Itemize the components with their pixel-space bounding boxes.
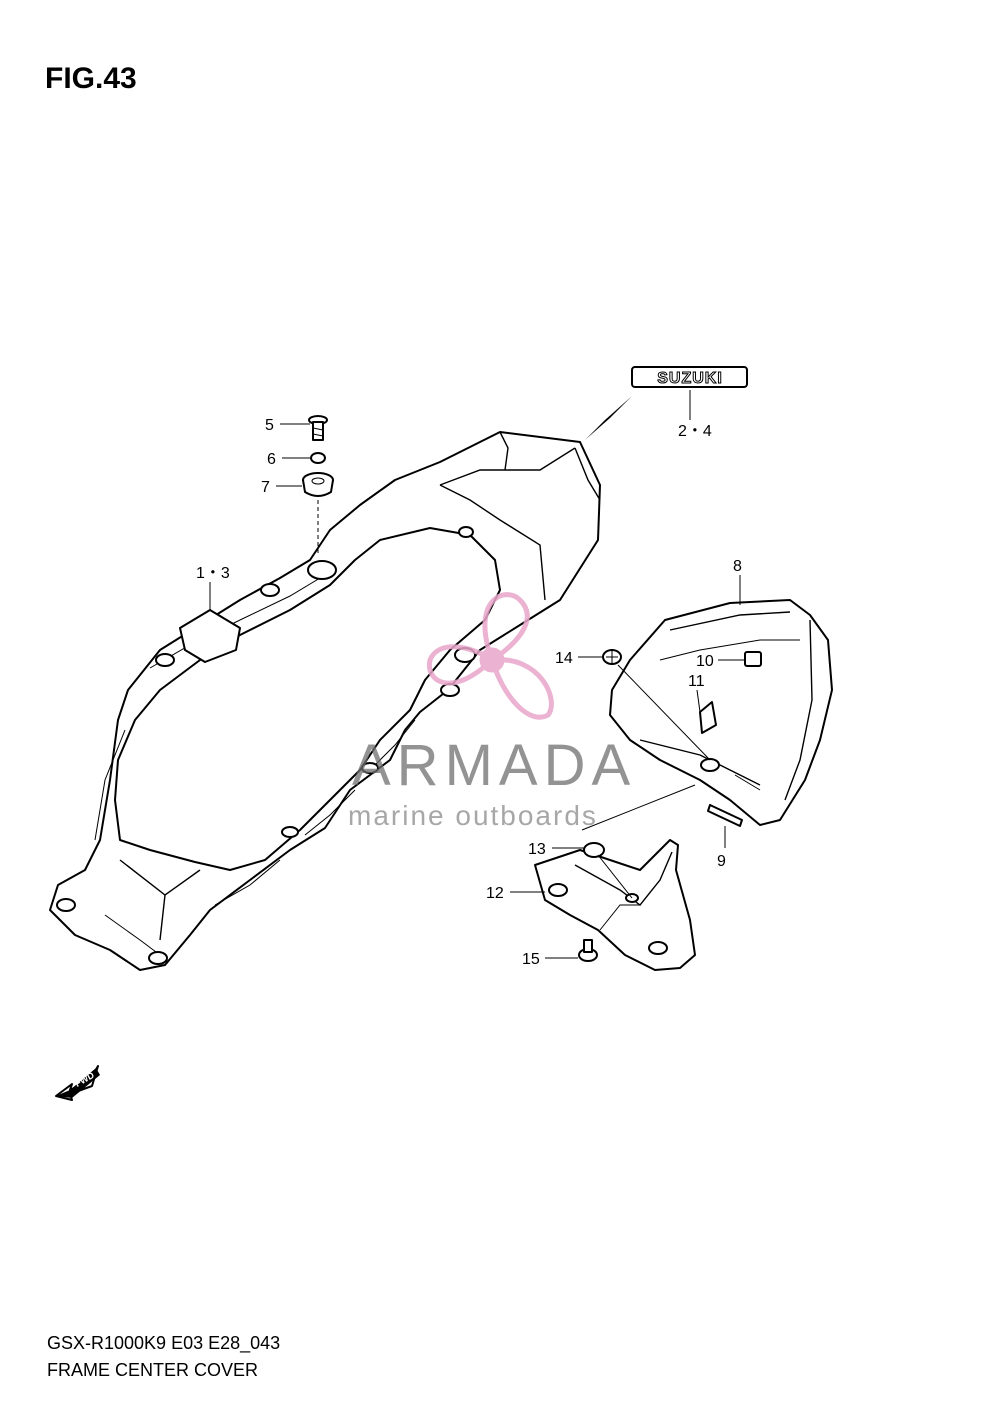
watermark-brand: ARMADA <box>352 733 636 798</box>
figure-name: FRAME CENTER COVER <box>47 1360 259 1380</box>
label-part-13: 13 <box>528 841 546 858</box>
figure-code: GSX-R1000K9 E03 E28_043 <box>47 1333 281 1353</box>
inner-cover-part-8 <box>609 599 833 826</box>
label-part-10: 10 <box>696 653 714 670</box>
label-part-12: 12 <box>486 885 504 902</box>
label-part-15: 15 <box>522 951 540 968</box>
label-part-8: 8 <box>733 558 742 575</box>
emblem-text: SUZUKI <box>657 370 723 387</box>
frame-center-cover-part <box>49 431 601 971</box>
label-part-9: 9 <box>717 853 726 870</box>
label-part-6: 6 <box>267 451 276 468</box>
leader-lines <box>209 423 745 959</box>
washer-part-13 <box>583 842 605 858</box>
clip-part-10 <box>744 651 762 667</box>
label-part-5: 5 <box>265 417 274 434</box>
label-part-2-4: 2・4 <box>678 423 712 440</box>
pad-part-11 <box>699 701 717 734</box>
bolt-part-5 <box>308 415 328 441</box>
figure-title: FIG.43 <box>45 62 137 95</box>
forward-direction-arrow: FWD <box>55 1065 100 1101</box>
watermark-tagline: marine outboards <box>348 800 598 831</box>
fastener-part-14 <box>602 649 622 665</box>
grommet-part-7 <box>302 472 334 497</box>
label-part-7: 7 <box>261 479 270 496</box>
suzuki-emblem-part: SUZUKI <box>585 366 748 440</box>
emblem-pointer-arrow <box>585 396 632 440</box>
label-part-14: 14 <box>555 650 573 667</box>
propeller-logo-icon <box>426 592 554 720</box>
strip-part-9 <box>707 804 743 827</box>
nut-part-6 <box>310 452 326 464</box>
label-part-1-3: 1・3 <box>196 565 230 582</box>
screw-part-15 <box>578 939 598 962</box>
lower-cover-part-12 <box>534 839 696 971</box>
watermark: ARMADA marine outboards <box>348 592 636 831</box>
label-part-11: 11 <box>688 673 705 690</box>
